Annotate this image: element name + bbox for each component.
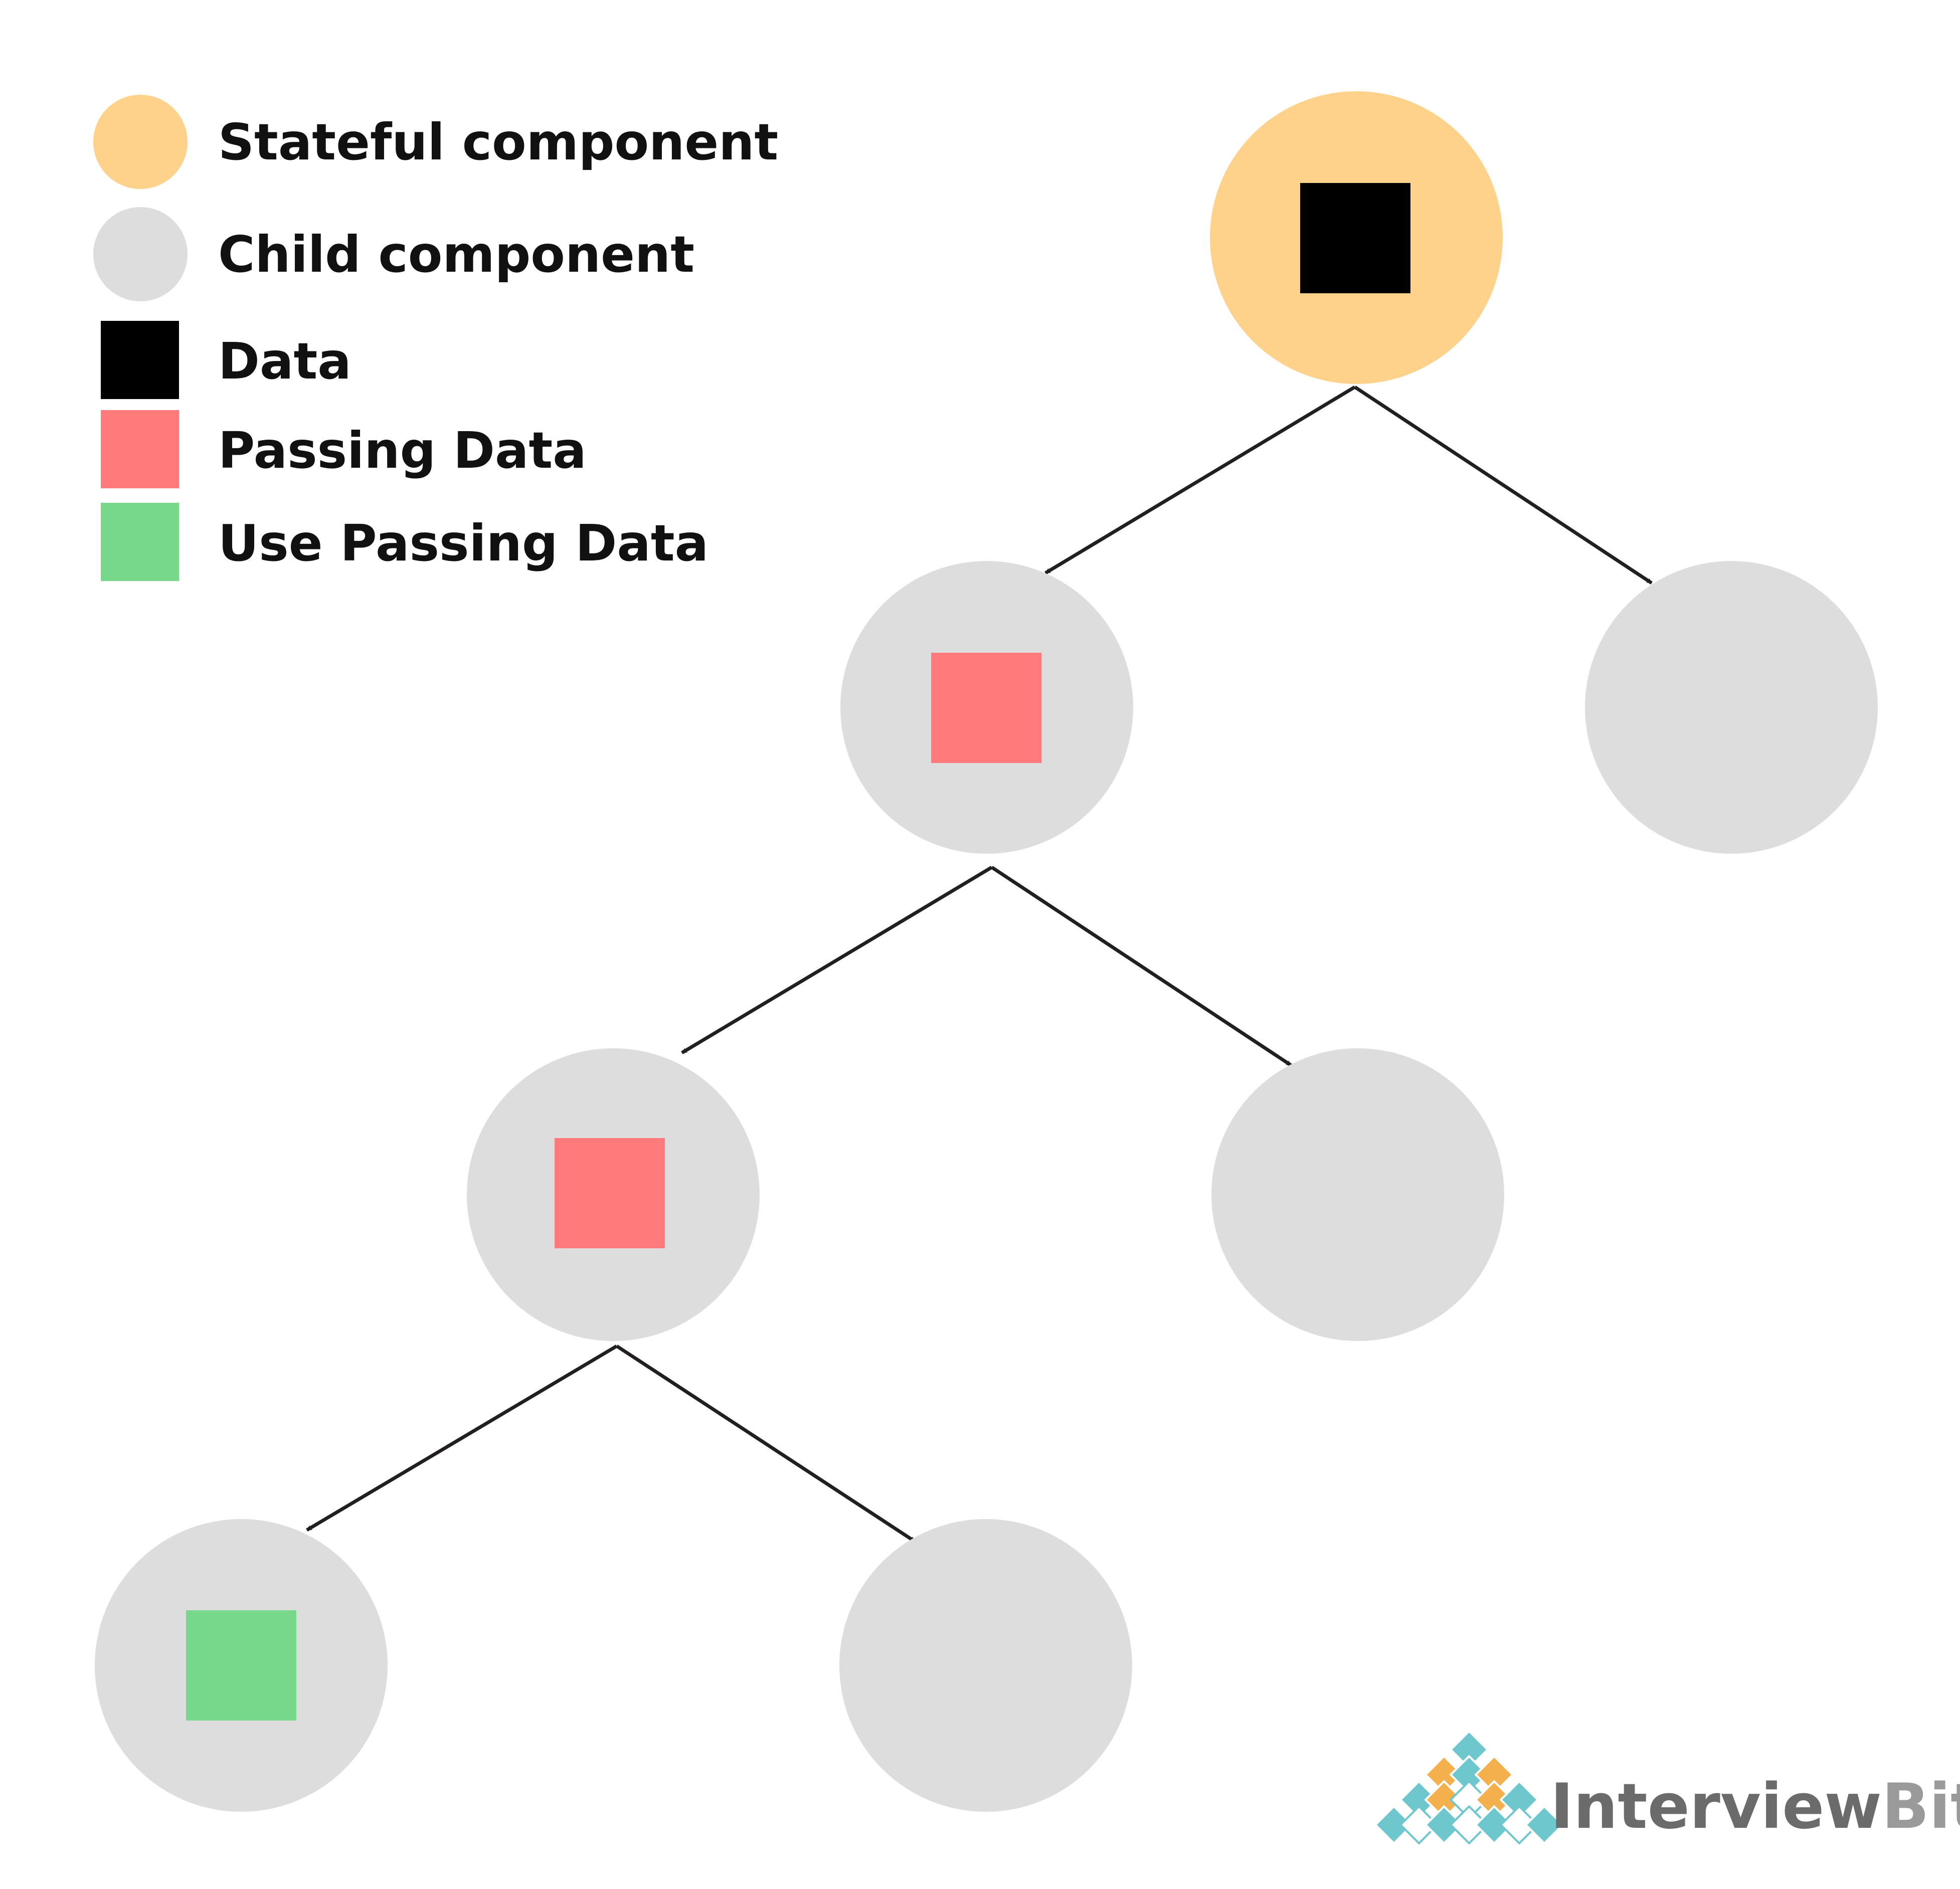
edge-root-to-l1-right [1354, 386, 1653, 585]
brand-wordmark: InterviewBit [1550, 1771, 1960, 1843]
tree-edges [306, 386, 1653, 1543]
legend-swatch-stateful [93, 95, 188, 189]
legend-item-passing: Passing Data [101, 410, 587, 488]
legend-item-child: Child component [93, 207, 694, 301]
edge-l2-left-to-l3-left [306, 1344, 618, 1532]
node-l2-left [467, 1048, 760, 1341]
legend-swatch-data [101, 321, 179, 399]
child-component-circle [839, 1519, 1132, 1812]
tree-nodes [95, 91, 1878, 1812]
node-l1-left [840, 561, 1133, 854]
legend-item-stateful: Stateful component [93, 95, 778, 189]
node-l3-right [839, 1519, 1132, 1812]
legend-label-child: Child component [218, 225, 694, 284]
node-l1-right [1585, 561, 1878, 854]
child-component-circle [1211, 1048, 1504, 1341]
legend-item-data: Data [101, 321, 351, 399]
brand-wordmark-interview: Interview [1550, 1771, 1882, 1843]
edge-l2-left-to-l3-right [616, 1345, 916, 1543]
use-passing-data-square [186, 1610, 296, 1721]
edge-l1-left-to-l2-right [991, 866, 1292, 1067]
edge-l1-left-to-l2-left [681, 865, 993, 1055]
interviewbit-logo-icon [1374, 1730, 1564, 1845]
data-square [1300, 183, 1410, 293]
node-root [1210, 91, 1503, 384]
legend-label-use: Use Passing Data [218, 514, 708, 573]
edge-root-to-l1-left [1044, 386, 1356, 575]
interviewbit-logo: InterviewBit [1374, 1730, 1960, 1845]
legend-item-use: Use Passing Data [101, 503, 708, 581]
passing-data-square [931, 653, 1041, 763]
legend-swatch-passing [101, 410, 179, 488]
brand-wordmark-bit: Bit [1882, 1771, 1960, 1843]
legend-swatch-child [93, 207, 188, 301]
node-l2-right [1211, 1048, 1504, 1341]
legend: Stateful component Child component Data … [93, 95, 778, 581]
legend-label-passing: Passing Data [218, 421, 587, 480]
node-l3-left [95, 1519, 388, 1812]
child-component-circle [1585, 561, 1878, 854]
legend-swatch-use [101, 503, 179, 581]
passing-data-square [555, 1138, 665, 1248]
legend-label-stateful: Stateful component [218, 113, 778, 171]
legend-label-data: Data [218, 332, 351, 391]
